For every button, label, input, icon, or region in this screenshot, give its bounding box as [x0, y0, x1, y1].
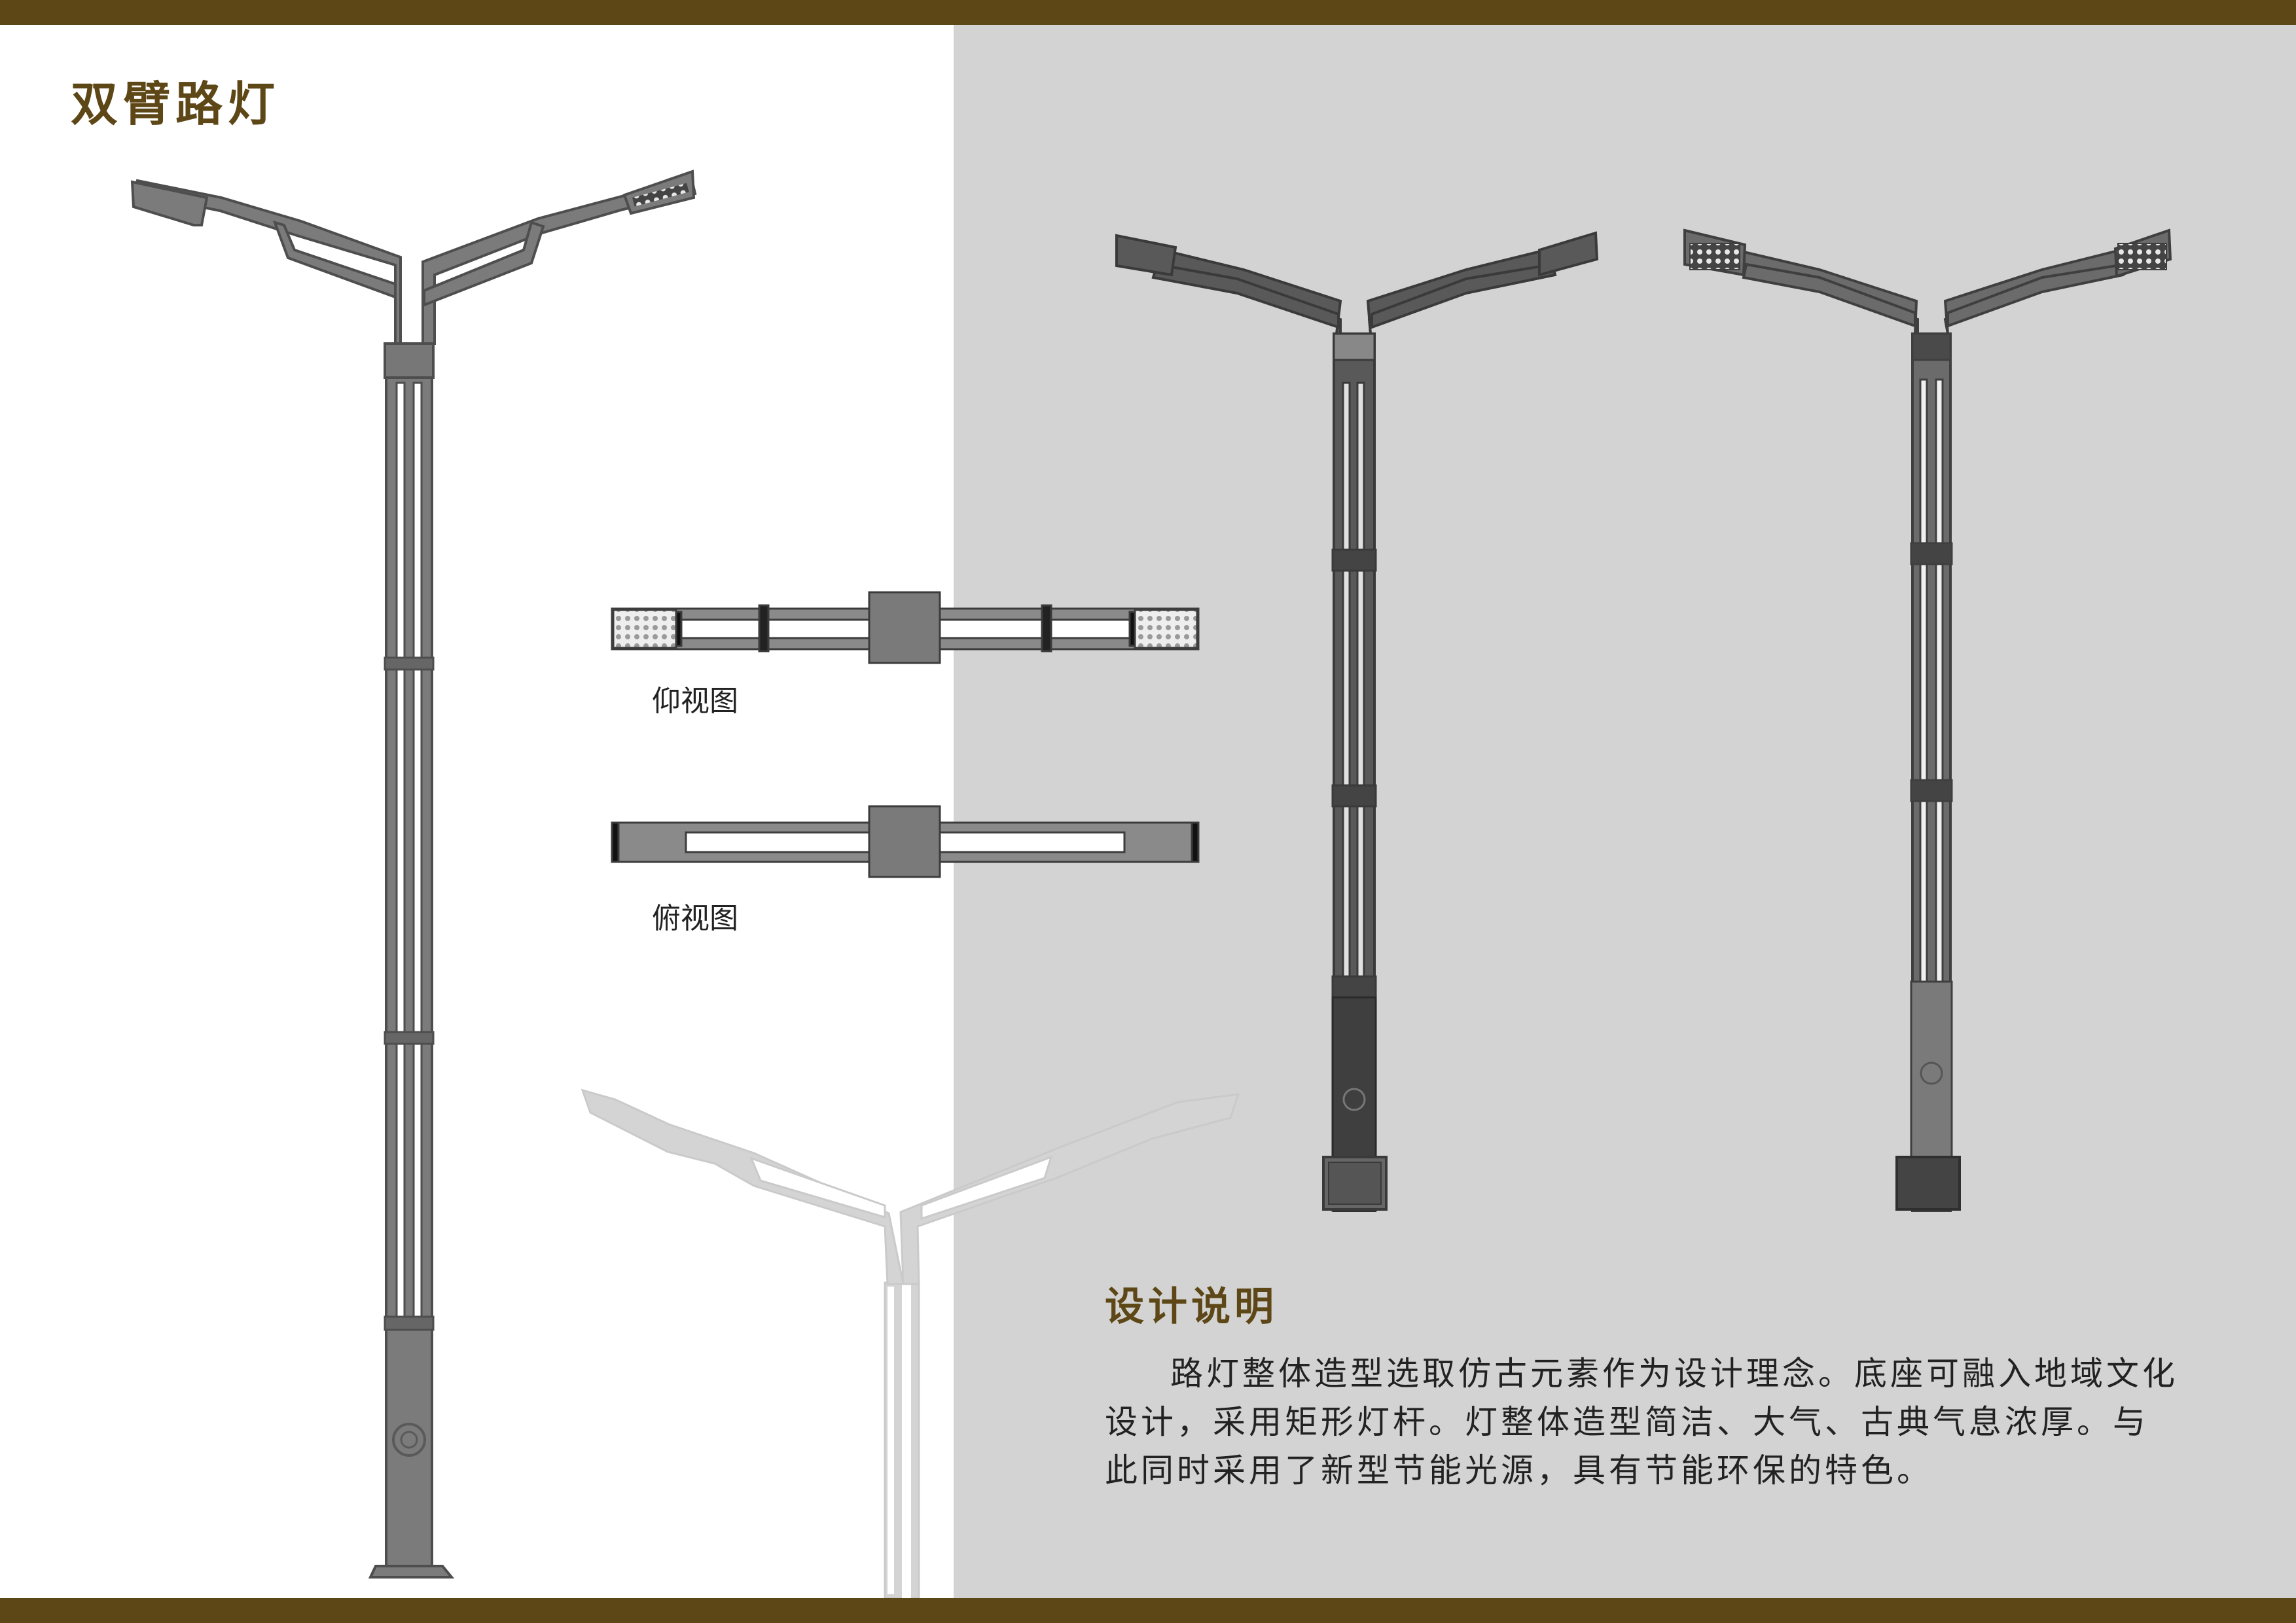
top-view-drawing — [611, 805, 1200, 878]
ghost-lamp-elevation — [581, 1088, 1240, 1599]
top-decor-band — [0, 0, 2296, 25]
description-heading: 设计说明 — [1105, 1284, 1278, 1330]
page-title: 双臂路灯 — [71, 76, 281, 132]
perspective-lamp-a — [1115, 231, 1599, 1212]
gray-background-panel — [954, 25, 2296, 1598]
bottom-view-drawing — [611, 591, 1200, 664]
bottom-decor-band — [0, 1598, 2296, 1623]
main-lamp-elevation — [130, 169, 697, 1578]
perspective-lamp-b — [1683, 228, 2172, 1212]
top-view-label: 俯视图 — [652, 902, 738, 935]
description-body: 路灯整体造型选取仿古元素作为设计理念。底座可融入地域文化设计，采用矩形灯杆。灯整… — [1105, 1355, 2178, 1489]
bottom-view-label: 仰视图 — [652, 685, 738, 718]
